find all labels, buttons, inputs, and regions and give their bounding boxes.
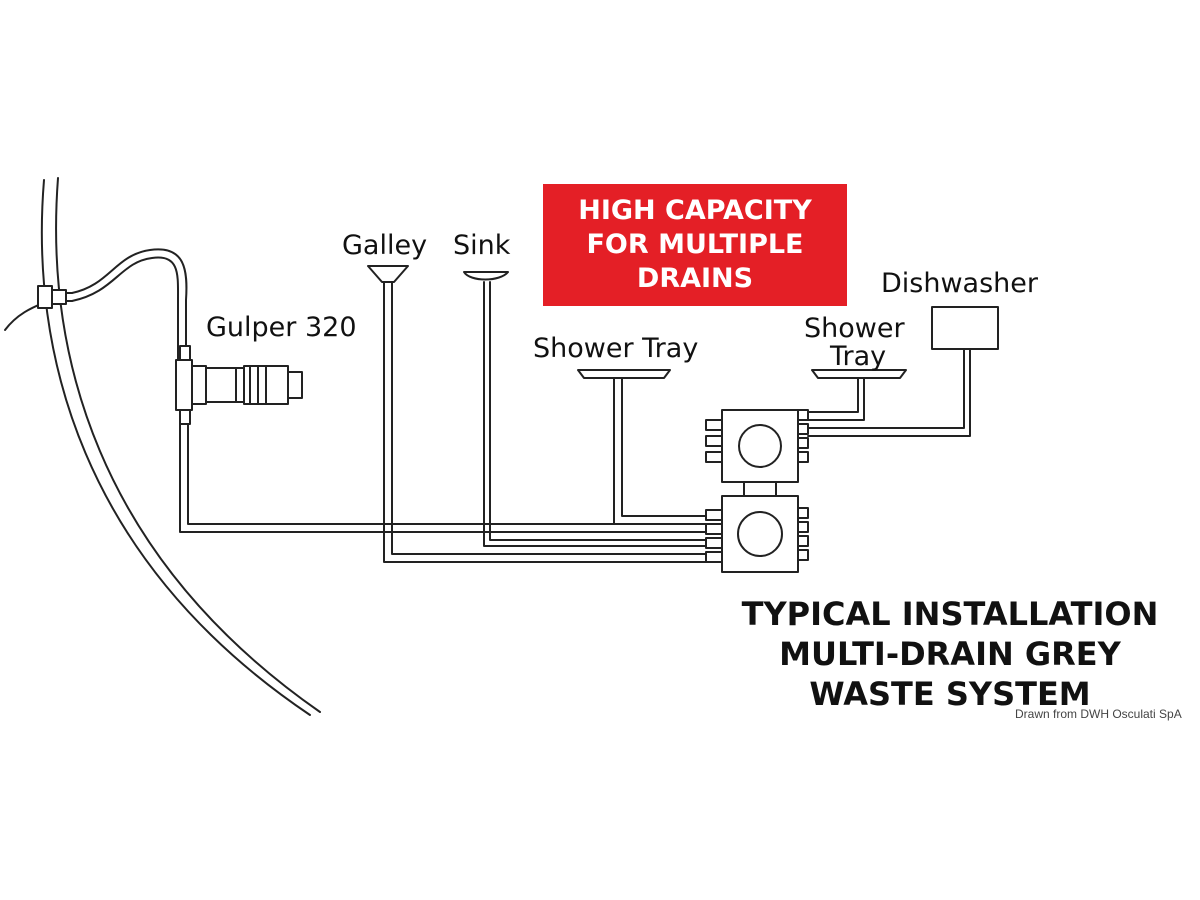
galley-drain-hose-inner [391,281,713,555]
badge-line-2: FOR MULTIPLE [586,229,804,260]
shower-tray-1-hose-inner [621,377,713,517]
gulper-pump [175,345,303,425]
label-gulper-pump: Gulper 320 [206,312,357,343]
discharge-hose [71,248,188,361]
hull-outline [40,179,311,716]
label-shower-tray-2-line2: Tray [830,341,887,372]
shower-tray-1-hose [613,377,713,525]
title-line-1: TYPICAL INSTALLATION [741,595,1159,633]
title-line-3: WASTE SYSTEM [809,675,1091,713]
label-sink: Sink [453,230,511,261]
through-hull-fitting [37,285,73,309]
title-line-2: MULTI-DRAIN GREY [779,635,1121,673]
sink-bowl [463,271,509,281]
suction-hose [179,423,713,533]
shower-tray-2-hose-inner [807,377,865,421]
dishwasher-hose [807,348,965,429]
badge-line-3: DRAINS [636,263,754,294]
dishwasher-hose-inner [807,348,971,437]
manifold-upper [705,409,809,483]
dishwasher-box [931,306,999,350]
label-galley: Galley [342,230,428,261]
badge-line-1: HIGH CAPACITY [578,195,812,226]
galley-sink-bowl [367,265,409,283]
shower-tray-1 [577,369,671,379]
manifold-lower [705,495,809,573]
label-dishwasher: Dishwasher [881,268,1038,299]
label-shower-tray-2-line1: Shower [804,313,905,344]
suction-hose-inner [187,423,713,525]
shower-tray-2-hose [807,377,859,413]
credit-text: Drawn from DWH Osculati SpA [1015,707,1182,721]
galley-drain-hose [383,281,713,563]
shower-tray-2 [811,369,907,379]
label-shower-tray-1: Shower Tray [533,333,699,364]
diagram-title: TYPICAL INSTALLATION MULTI-DRAIN GREY WA… [690,594,1200,714]
discharge-hose-inner [71,256,180,361]
sink-drain-hose [483,281,713,547]
high-capacity-badge: HIGH CAPACITY FOR MULTIPLE DRAINS [543,184,847,306]
sink-drain-hose-inner [489,281,713,541]
hull-outline-inner [55,177,321,713]
